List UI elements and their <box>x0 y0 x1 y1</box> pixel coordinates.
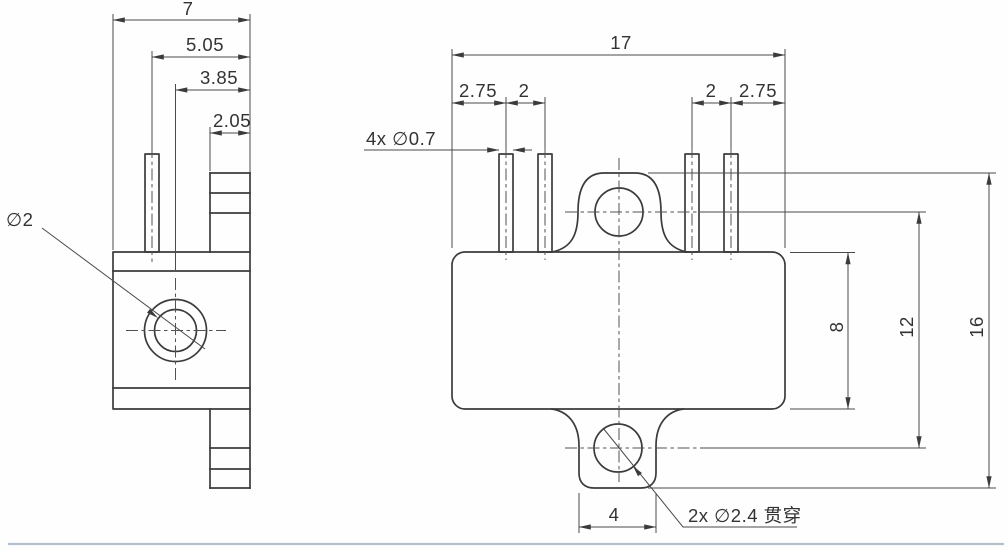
label-pin-holes: 4x ∅0.7 <box>366 128 436 149</box>
front-bottom-tab-outline <box>551 408 684 489</box>
dim-text-overall-width: 7 <box>183 0 194 19</box>
dim-text-hole-span: 12 <box>896 316 917 338</box>
leader-arrow <box>147 308 158 318</box>
dim-text-pin-pitch-right: 2 <box>706 80 717 101</box>
leader-arrow <box>633 466 642 477</box>
front-view: 17 2.75 2 2 2.75 4x ∅0.7 8 12 16 4 2x ∅2… <box>364 32 996 533</box>
dim-text-overall-height: 16 <box>966 316 987 338</box>
label-hole-diameter: ∅2 <box>6 209 33 230</box>
dim-text-pin-edge-left: 2.75 <box>459 80 497 101</box>
dim-text-pin-edge-right: 2.75 <box>739 80 777 101</box>
front-top-tab-outline <box>550 172 689 254</box>
dim-text-pin-pitch-left: 2 <box>519 80 530 101</box>
label-mounting-holes: 2x ∅2.4 贯穿 <box>688 505 802 526</box>
leader-line-mounting-holes <box>602 427 797 528</box>
dim-text-pin-offset: 5.05 <box>186 34 224 55</box>
dim-text-tab-width: 2.05 <box>213 110 251 131</box>
dim-text-hole-offset: 3.85 <box>200 67 238 88</box>
dim-text-body-height: 8 <box>826 322 847 333</box>
dim-text-overall-width: 17 <box>610 32 632 53</box>
left-view: 7 5.05 3.85 2.05 ∅2 <box>6 0 251 489</box>
dim-text-bottom-tab-width: 4 <box>609 504 620 525</box>
side-body-outline <box>112 251 251 410</box>
leader-line-hole-diameter <box>41 227 206 350</box>
